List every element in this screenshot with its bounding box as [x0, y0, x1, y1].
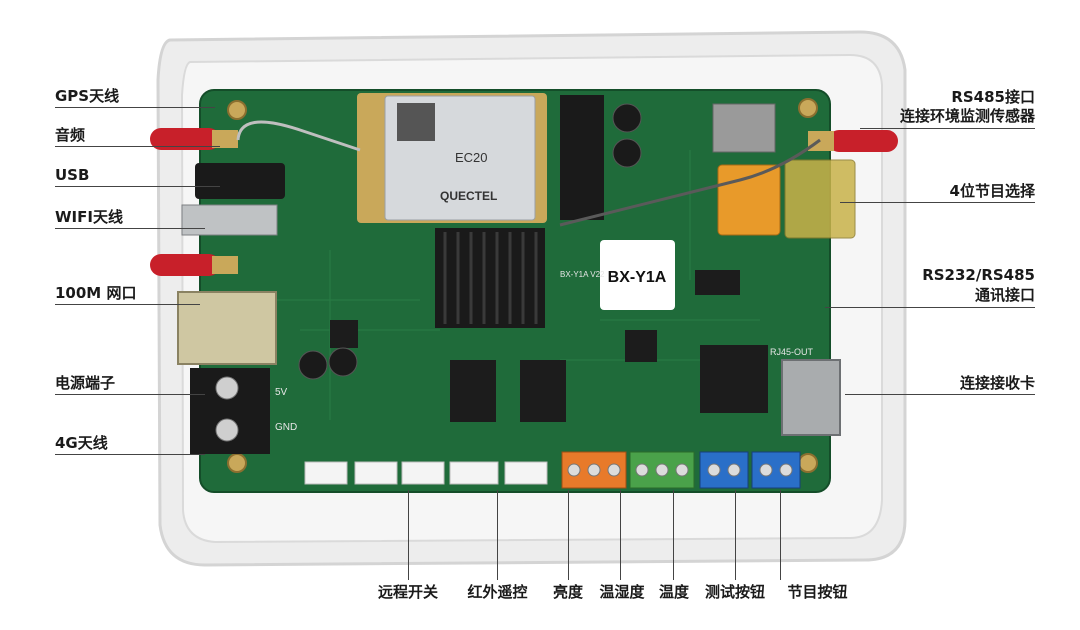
label-temp-humidity: 温湿度 [599, 583, 645, 601]
leader-rs485 [860, 128, 1035, 129]
label-program-select: 4位节目选择 [949, 182, 1035, 200]
leader-brightness [568, 490, 569, 580]
leader-4g [55, 454, 205, 455]
leader-audio [55, 146, 220, 147]
model-text: BX-Y1A [608, 269, 667, 286]
leader-gps [55, 107, 215, 108]
leader-ethernet [55, 304, 200, 305]
audio-jack [195, 163, 285, 199]
white-connectors [304, 461, 548, 485]
switch-cover [784, 159, 856, 239]
version-text: BX-Y1A V22 [560, 270, 605, 279]
label-audio: 音频 [55, 126, 86, 144]
model-label [600, 240, 675, 310]
antenna-cable [236, 120, 361, 152]
antennas [150, 128, 898, 276]
label-gps-antenna: GPS天线 [55, 87, 120, 105]
label-rs485-port: RS485接口 [951, 88, 1035, 106]
label-rs232-rs485: RS232/RS485 [922, 266, 1035, 284]
leader-wifi [55, 228, 205, 229]
leader-ir-remote [497, 490, 498, 580]
label-ethernet: 100M 网口 [55, 284, 137, 302]
leader-temperature [673, 490, 674, 580]
leader-test-button [735, 490, 736, 580]
dip-switch [717, 164, 781, 236]
module-vendor: QUECTEL [440, 189, 497, 203]
label-brightness: 亮度 [552, 583, 583, 601]
label-remote-switch: 远程开关 [377, 583, 438, 601]
label-usb: USB [55, 166, 90, 184]
leader-receiver [845, 394, 1035, 395]
label-ir-remote: 红外遥控 [467, 583, 528, 601]
label-power-terminal: 电源端子 [55, 374, 116, 392]
leader-program-button [780, 490, 781, 580]
module-name: EC20 [455, 150, 488, 165]
chips [330, 270, 768, 422]
usb-port [181, 204, 278, 236]
leader-comm [825, 307, 1035, 308]
sim-slot [712, 103, 776, 153]
label-wifi-antenna: WIFI天线 [55, 208, 123, 226]
label-4g-antenna: 4G天线 [55, 434, 108, 452]
leader-power [55, 394, 205, 395]
leader-program-select [840, 202, 1035, 203]
rj45-100m [177, 291, 277, 365]
rj45-label: RJ45-OUT [770, 347, 814, 357]
screw-terminals [561, 451, 801, 489]
leader-temp-humidity [620, 490, 621, 580]
antenna-cable-2 [559, 138, 821, 227]
qr-code [397, 103, 435, 141]
capacitors [298, 103, 642, 380]
pin-5v: 5V [275, 387, 288, 398]
label-receiver-card: 连接接收卡 [959, 374, 1035, 392]
rj45-out [781, 359, 841, 436]
label-program-button: 节目按钮 [787, 583, 848, 601]
leader-remote-switch [408, 490, 409, 580]
heatsink [435, 228, 545, 328]
mini-pcie-slot [560, 95, 604, 220]
label-test-button: 测试按钮 [704, 583, 765, 601]
leader-usb [55, 186, 220, 187]
label-rs485-desc: 连接环境监测传感器 [899, 107, 1035, 125]
label-temperature: 温度 [658, 583, 689, 601]
label-comm-port: 通讯接口 [974, 286, 1035, 304]
pin-gnd: GND [275, 422, 297, 433]
